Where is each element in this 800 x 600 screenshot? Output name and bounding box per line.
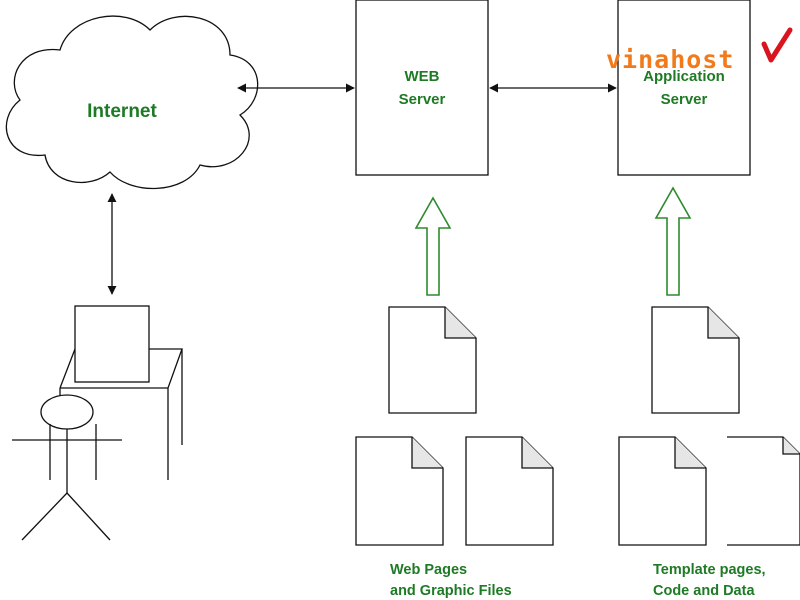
user-at-computer	[12, 305, 183, 541]
vinahost-logo: vinahost	[606, 27, 793, 74]
internet-label: Internet	[87, 101, 157, 122]
app-files-label-line2: Code and Data	[653, 583, 755, 599]
web-files-label-line2: and Graphic Files	[390, 583, 512, 599]
document-icon	[388, 306, 477, 414]
web-files-label-line1: Web Pages	[390, 562, 467, 578]
web-server-label-line2: Server	[399, 91, 446, 108]
web-server-box: WEB Server	[355, 0, 489, 176]
app-server-label-line2: Server	[661, 91, 708, 108]
document-icon	[618, 436, 707, 546]
upload-arrow-app	[654, 186, 692, 296]
document-icon	[727, 436, 800, 546]
internet-cloud: Internet	[5, 15, 259, 190]
person-head	[40, 394, 94, 430]
app-files-label-line1: Template pages,	[653, 562, 766, 578]
application-server-box: Application Server	[617, 0, 751, 176]
logo-wordmark: vinahost	[606, 45, 734, 74]
app-server-label-line1: Application	[643, 68, 725, 85]
upload-arrow-web	[414, 196, 452, 296]
document-icon	[355, 436, 444, 546]
document-icon	[465, 436, 554, 546]
web-server-label-line1: WEB	[405, 68, 440, 85]
monitor-icon	[74, 305, 150, 383]
check-icon	[761, 27, 793, 63]
document-icon	[651, 306, 740, 414]
